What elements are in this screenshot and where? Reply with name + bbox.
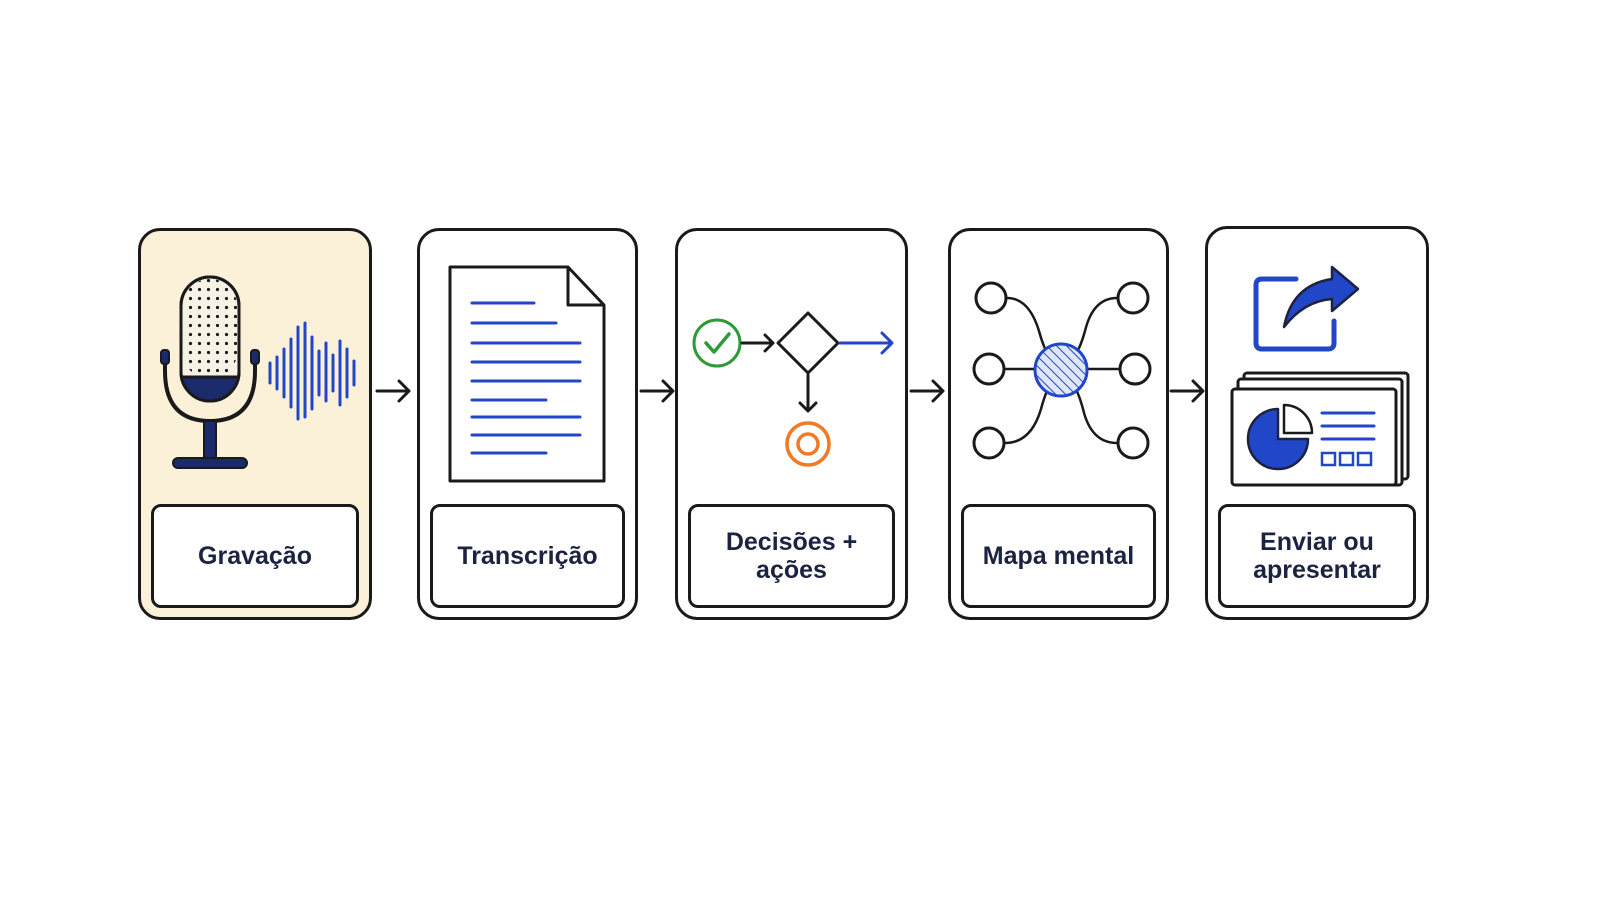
step-label-box: Decisões + ações	[688, 504, 895, 608]
decision-flow-icon	[692, 311, 894, 467]
step-label: Mapa mental	[982, 542, 1135, 570]
step-label-box: Transcrição	[430, 504, 625, 608]
step-label: Enviar ou apresentar	[1253, 528, 1381, 584]
mind-map-icon	[972, 281, 1152, 460]
share-presentation-icon	[1230, 265, 1410, 487]
step-card-share: Enviar ou apresentar	[1205, 226, 1429, 620]
step-label: Gravação	[198, 542, 312, 570]
arrow-right-icon	[909, 379, 945, 403]
step-card-recording: Gravação	[138, 228, 372, 620]
step-label: Transcrição	[457, 542, 598, 570]
microphone-soundwave-icon	[160, 275, 356, 469]
step-label-box: Mapa mental	[961, 504, 1156, 608]
arrow-right-icon	[1169, 379, 1205, 403]
arrow-right-icon	[639, 379, 675, 403]
step-card-mind-map: Mapa mental	[948, 228, 1169, 620]
document-icon	[448, 265, 606, 483]
step-card-transcription: Transcrição	[417, 228, 638, 620]
arrow-right-icon	[375, 379, 411, 403]
step-label-box: Gravação	[151, 504, 359, 608]
step-card-decisions: Decisões + ações	[675, 228, 908, 620]
step-label-box: Enviar ou apresentar	[1218, 504, 1416, 608]
step-label: Decisões + ações	[725, 528, 858, 584]
